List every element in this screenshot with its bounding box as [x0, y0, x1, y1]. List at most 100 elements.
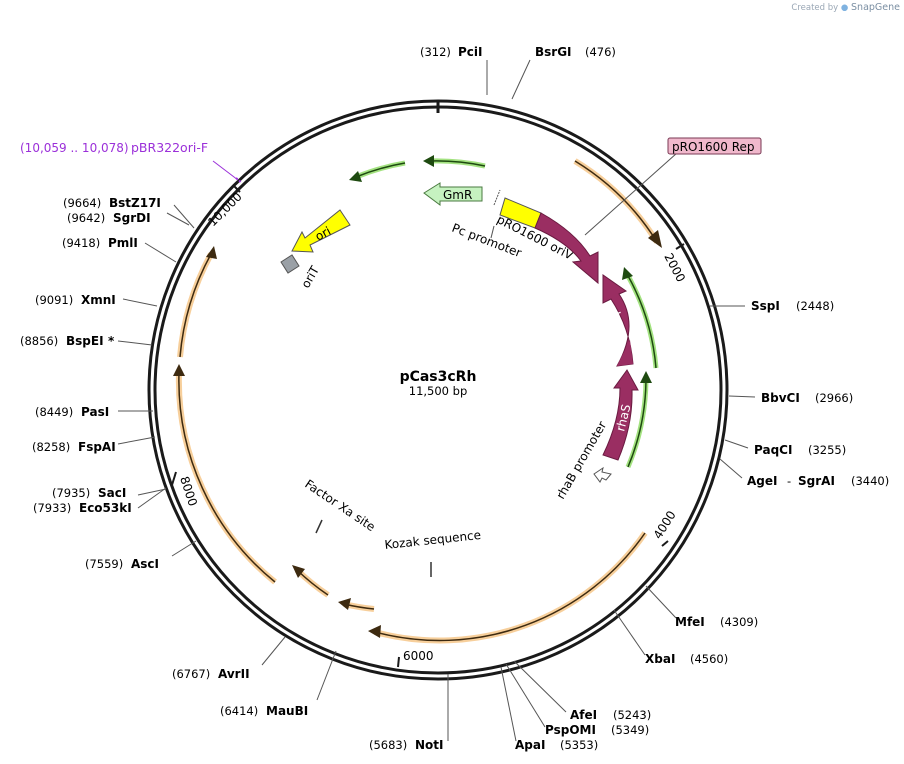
factor-xa-label: Factor Xa site — [302, 477, 377, 534]
site-sacI: (7935) SacI — [52, 486, 126, 500]
site-name: SgrDI — [113, 211, 151, 225]
primer-range: (10,059 .. 10,078) — [20, 141, 129, 155]
green-arcs — [349, 155, 659, 468]
primer-name: pBR322ori-F — [131, 140, 208, 155]
orange-arcs — [173, 158, 662, 644]
site-name: MfeI — [675, 615, 705, 629]
site-name: SacI — [98, 486, 126, 500]
site-name: PciI — [458, 45, 483, 59]
site-bsrGI: BsrGI (476) — [535, 45, 616, 59]
plasmid-name: pCas3cRh — [400, 369, 477, 385]
site-avrII: (6767) AvrII — [172, 667, 250, 681]
site-sgrDI: (9642) SgrDI — [67, 211, 151, 225]
site-bbvCI: BbvCI (2966) — [761, 391, 853, 405]
site-mauBI: (6414) MauBI — [220, 704, 308, 718]
feature-pro1600-rep: pRO1600 Rep — [584, 137, 762, 236]
site-pos: (5243) — [613, 708, 651, 722]
site-pos: (6414) — [220, 704, 258, 718]
snapgene-credit: Created by ● SnapGene — [791, 2, 900, 13]
site-mfeI: MfeI (4309) — [675, 615, 758, 629]
site-pos: (7935) — [52, 486, 90, 500]
backbone — [147, 99, 729, 681]
feature-ori: ori — [291, 209, 351, 253]
site-ascI: (7559) AscI — [85, 557, 159, 571]
site-pos: (9664) — [63, 196, 101, 210]
site-pos: (7933) — [33, 501, 71, 515]
site-name: AvrII — [218, 667, 250, 681]
site-pos: (8449) — [35, 405, 73, 419]
tick-6000: 6000 — [397, 649, 434, 668]
site-bstZ17I: (9664) BstZ17I — [63, 196, 161, 210]
site-notI: (5683) NotI — [369, 738, 444, 752]
ori-label: ori — [313, 224, 333, 244]
site-fspAI: (8258) FspAI — [32, 440, 116, 454]
site-pos: (9642) — [67, 211, 105, 225]
primer-pbr322ori-f: (10,059 .. 10,078) pBR322ori-F — [20, 140, 243, 184]
rhaR-label: rhaR — [605, 309, 624, 339]
site-name: AscI — [131, 557, 159, 571]
feature-kozak: Kozak sequence — [384, 528, 482, 577]
site-name: PaqCI — [754, 443, 792, 457]
site-bspEI: (8856) BspEI * — [20, 334, 115, 348]
site-name: Eco53kI — [79, 501, 132, 515]
site-leaders — [117, 59, 756, 742]
site-afeI: AfeI (5243) — [570, 708, 651, 722]
site-name: PspOMI — [545, 723, 596, 737]
feature-orit: oriT — [280, 254, 322, 291]
feature-rhaR: rhaR — [602, 274, 634, 367]
feature-rhaS: rhaS — [602, 369, 639, 461]
feature-rhaB-promoter: rhaB promoter — [553, 419, 612, 502]
plasmid-length: 11,500 bp — [409, 384, 468, 398]
site-pos: (5349) — [611, 723, 649, 737]
site-xmnI: (9091) XmnI — [35, 293, 116, 307]
site-pos: (6767) — [172, 667, 210, 681]
tick-label-2000: 2000 — [661, 251, 688, 285]
site-pos: (3440) — [851, 474, 889, 488]
site-labels: (312) PciI BsrGI (476) SspI (2448) BbvCI… — [20, 45, 889, 752]
feature-factor-xa: Factor Xa site — [302, 477, 377, 534]
site-name: FspAI — [78, 440, 116, 454]
site-name: BsrGI — [535, 45, 572, 59]
feature-gmr: GmR — [423, 182, 483, 206]
site-name: XbaI — [645, 652, 675, 666]
site-name: BspEI — [66, 334, 104, 348]
tick-4000: 4000 — [651, 508, 679, 547]
site-pasI: (8449) PasI — [35, 405, 109, 419]
site-name: AgeI — [747, 474, 777, 488]
site-ageI-sgrAI: AgeI - SgrAI (3440) — [747, 474, 889, 488]
kozak-label: Kozak sequence — [384, 528, 482, 552]
site-pos: (4560) — [690, 652, 728, 666]
site-eco53kI: (7933) Eco53kI — [33, 501, 132, 515]
site-apaI: ApaI (5353) — [515, 738, 598, 752]
site-name: PmlI — [108, 236, 138, 250]
site-name: AfeI — [570, 708, 597, 722]
rhaB-promoter-label: rhaB promoter — [553, 419, 609, 502]
site-name-2: SgrAI — [798, 474, 835, 488]
site-pos: (8258) — [32, 440, 70, 454]
site-pos: (8856) — [20, 334, 58, 348]
site-name: BbvCI — [761, 391, 800, 405]
credit-prefix: Created by — [791, 3, 839, 13]
site-name: ApaI — [515, 738, 545, 752]
tick-label-4000: 4000 — [651, 508, 679, 541]
site-name: BstZ17I — [109, 196, 161, 210]
site-pos: (2966) — [815, 391, 853, 405]
site-pos: (7559) — [85, 557, 123, 571]
site-pos: (476) — [585, 45, 616, 59]
rep-label: pRO1600 Rep — [672, 140, 755, 154]
site-pspOMI: PspOMI (5349) — [545, 723, 649, 737]
site-name: NotI — [415, 738, 444, 752]
site-pos: (3255) — [808, 443, 846, 457]
feature-rep-cds — [534, 212, 599, 285]
site-name: PasI — [81, 405, 109, 419]
site-sspI: SspI (2448) — [751, 299, 834, 313]
site-pos: (2448) — [796, 299, 834, 313]
site-pciI: (312) PciI — [420, 45, 483, 59]
tick-label-6000: 6000 — [403, 649, 434, 663]
orit-label: oriT — [298, 263, 322, 290]
site-star: * — [108, 334, 115, 348]
site-paqCI: PaqCI (3255) — [754, 443, 846, 457]
svg-text:-: - — [787, 474, 791, 488]
site-pos: (312) — [420, 45, 451, 59]
